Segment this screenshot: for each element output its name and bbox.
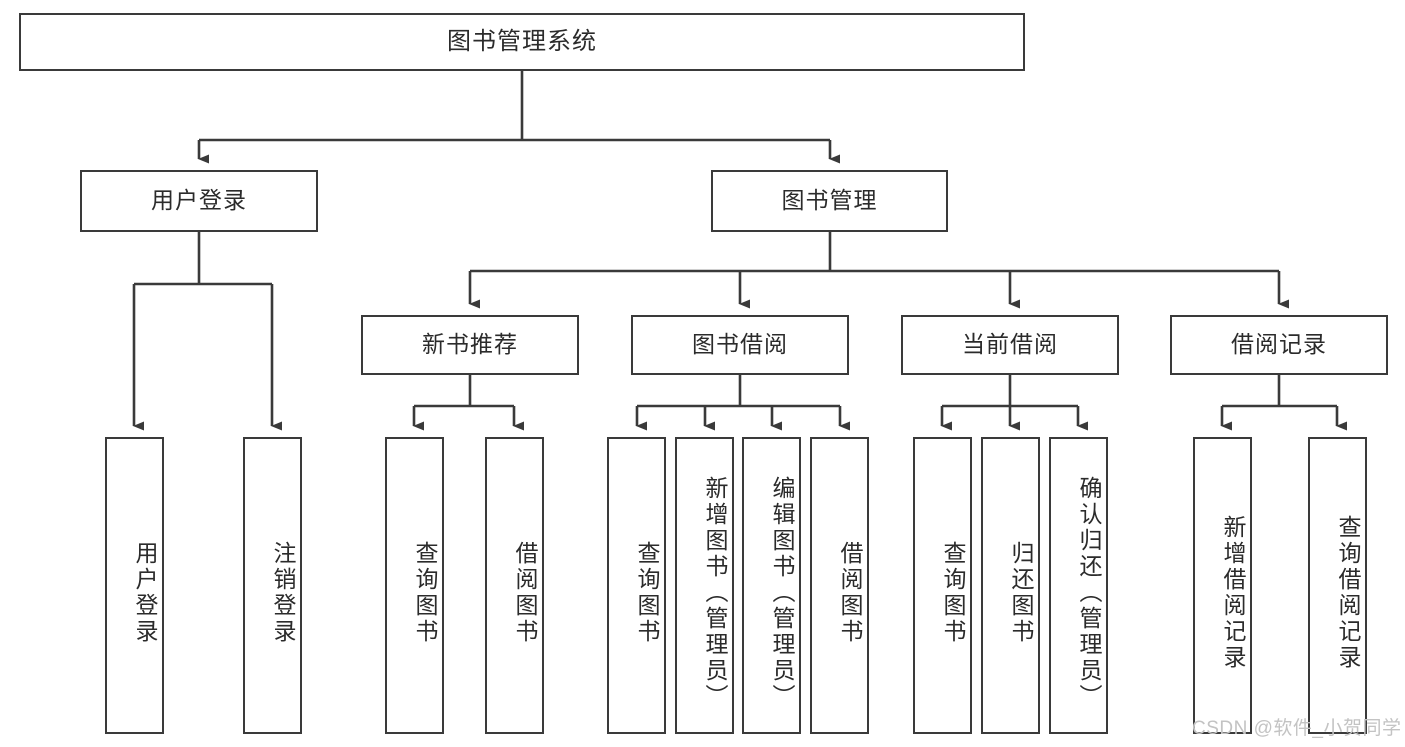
node-label: 图书管理系统 — [447, 27, 597, 55]
node-borrow-record[interactable]: 借阅记录 — [1170, 315, 1388, 375]
leaf-confirm-return[interactable]: 确认归还（管理员） — [1049, 437, 1108, 734]
leaf-borrow-book-2[interactable]: 借阅图书 — [810, 437, 869, 734]
node-label: 注销登录 — [270, 540, 296, 645]
node-label: 当前借阅 — [962, 331, 1058, 358]
node-current-borrow[interactable]: 当前借阅 — [901, 315, 1119, 375]
leaf-logout-login[interactable]: 注销登录 — [243, 437, 302, 734]
leaf-return-book[interactable]: 归还图书 — [981, 437, 1040, 734]
node-label: 查询图书 — [634, 540, 660, 645]
leaf-query-book-2[interactable]: 查询图书 — [607, 437, 666, 734]
leaf-user-login[interactable]: 用户登录 — [105, 437, 164, 734]
leaf-query-record[interactable]: 查询借阅记录 — [1308, 437, 1367, 734]
leaf-query-book-1[interactable]: 查询图书 — [385, 437, 444, 734]
leaf-add-book[interactable]: 新增图书（管理员） — [675, 437, 734, 734]
node-label: 新书推荐 — [422, 331, 518, 358]
node-label: 确认归还（管理员） — [1076, 475, 1102, 710]
node-label: 用户登录 — [151, 187, 247, 214]
node-label: 用户登录 — [132, 540, 158, 645]
node-label: 查询图书 — [940, 540, 966, 645]
node-label: 归还图书 — [1008, 540, 1034, 645]
leaf-edit-book[interactable]: 编辑图书（管理员） — [742, 437, 801, 734]
node-book-management[interactable]: 图书管理 — [711, 170, 948, 232]
node-label: 借阅记录 — [1231, 331, 1327, 358]
node-label: 新增借阅记录 — [1220, 514, 1246, 671]
node-label: 编辑图书（管理员） — [769, 475, 795, 710]
node-label: 图书管理 — [781, 187, 878, 214]
node-label: 借阅图书 — [837, 540, 863, 645]
node-label: 查询图书 — [412, 540, 438, 645]
node-root-book-management-system[interactable]: 图书管理系统 — [19, 13, 1025, 71]
leaf-query-book-3[interactable]: 查询图书 — [913, 437, 972, 734]
leaf-add-record[interactable]: 新增借阅记录 — [1193, 437, 1252, 734]
csdn-watermark: CSDN @软件_小贺同学 — [1192, 718, 1402, 739]
node-label: 查询借阅记录 — [1335, 514, 1361, 671]
node-label: 借阅图书 — [512, 540, 538, 645]
node-book-borrow[interactable]: 图书借阅 — [631, 315, 849, 375]
node-label: 图书借阅 — [692, 331, 788, 358]
node-new-book-recommend[interactable]: 新书推荐 — [361, 315, 579, 375]
node-user-login[interactable]: 用户登录 — [80, 170, 318, 232]
node-label: 新增图书（管理员） — [702, 475, 728, 710]
leaf-borrow-book-1[interactable]: 借阅图书 — [485, 437, 544, 734]
